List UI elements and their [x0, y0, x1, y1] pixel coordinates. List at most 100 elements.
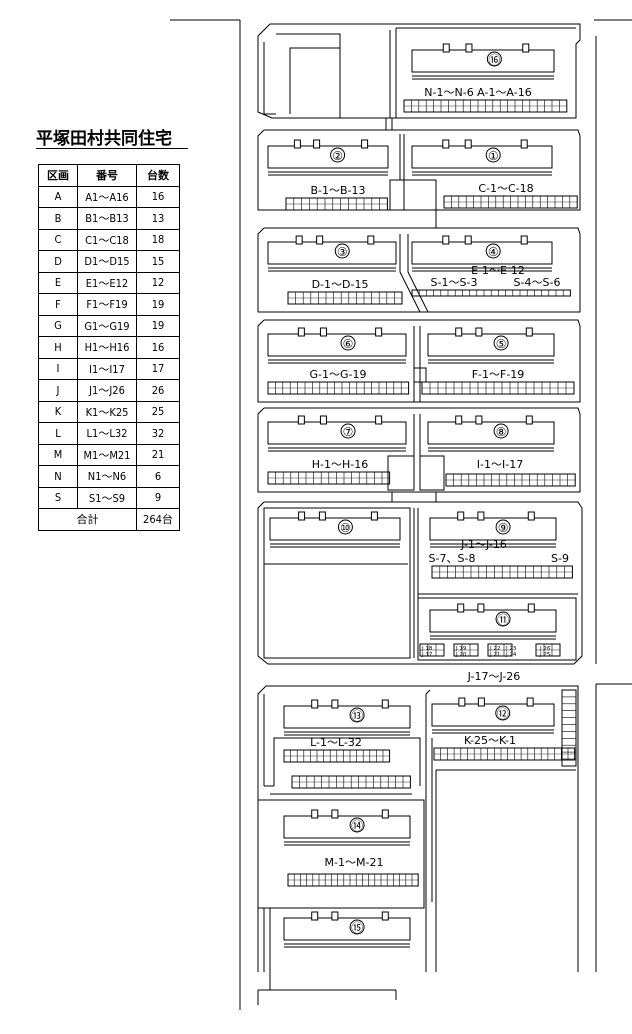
stall-tag: J 26: [539, 646, 551, 652]
building-number: ⑤: [496, 337, 507, 351]
stall-row: [443, 195, 578, 209]
building-number: ⑩: [340, 521, 351, 535]
column-header: 台数: [136, 164, 180, 187]
area-label: E-1～E-12: [471, 264, 525, 277]
building: ⑨: [429, 511, 557, 548]
area-label: S-1～S-3: [431, 276, 478, 289]
stall-tag: J 17: [421, 652, 433, 658]
number-range-cell: D1～D15: [77, 250, 137, 273]
count-cell: 15: [136, 250, 180, 273]
building-number: ①: [488, 149, 499, 163]
building: ①: [411, 139, 553, 176]
stall-tag: J 23: [505, 646, 517, 652]
area-label: I-1～I-17: [477, 458, 523, 471]
building-number: ⑭: [351, 819, 363, 833]
building: ⑤: [427, 327, 555, 364]
stall-row: [419, 643, 445, 657]
title-underline: [36, 148, 188, 149]
area-label: S-4～S-6: [514, 276, 561, 289]
site-boundary: [170, 19, 632, 1010]
stall-tag: J 24: [505, 652, 517, 658]
count-cell: 26: [136, 379, 180, 402]
building: ⑯: [411, 43, 555, 80]
building-number: ③: [337, 245, 348, 259]
stall-row: [283, 749, 391, 763]
area-labels: N-1～N-6 A-1～A-16B-1～B-13 C-1～C-18D-1～D-15…: [310, 86, 569, 869]
building: ⑧: [427, 415, 555, 452]
area-label: J-17～J-26: [467, 670, 521, 683]
block-3: [257, 227, 581, 313]
count-cell: 18: [136, 228, 180, 251]
stall-tag: J 22: [489, 646, 500, 652]
stall-tag: J 20: [455, 652, 467, 658]
number-range-cell: K1～K25: [77, 400, 137, 423]
stall-row: [287, 291, 403, 305]
building-number: ⑦: [343, 425, 354, 439]
building-number: ⑮: [351, 921, 363, 935]
table-header-row: 区画 番号 台数: [38, 164, 180, 187]
building: ⑩: [269, 511, 401, 548]
stall-row: [287, 873, 419, 887]
area-label: J-1～J-16: [460, 538, 507, 551]
block-5: [257, 407, 581, 502]
parking-stalls: [267, 99, 578, 887]
stall-row: [445, 473, 576, 487]
count-cell: 32: [136, 422, 180, 445]
block-6: [257, 501, 583, 665]
page-title: 平塚田村共同住宅: [36, 129, 172, 149]
area-label: S-7、S-8: [429, 552, 476, 565]
building: ⑮: [283, 911, 411, 948]
stall-row: [267, 381, 410, 395]
stall-row: [453, 643, 479, 657]
building: ⑭: [283, 809, 411, 846]
column-header: 番号: [77, 164, 137, 187]
building: ④: [411, 235, 553, 272]
stall-row: [403, 99, 568, 113]
count-cell: 17: [136, 357, 180, 380]
area-label: K-25～K-1: [464, 734, 516, 747]
building-number: ②: [332, 149, 343, 163]
stall-tag: J 18: [421, 646, 433, 652]
number-range-cell: C1～C18: [77, 228, 137, 251]
count-cell: 21: [136, 443, 180, 466]
block-south: [257, 685, 579, 990]
building: ⑦: [267, 415, 407, 452]
building-number: ⑧: [496, 425, 507, 439]
building: ③: [267, 235, 397, 272]
stall-row: [291, 775, 411, 789]
building-number: ⑬: [351, 709, 363, 723]
building: ⑪: [429, 603, 557, 640]
stall-row: [433, 747, 576, 761]
area-label: S-9: [551, 552, 569, 565]
stall-tag: J 19: [455, 646, 467, 652]
total-value: 264台: [136, 508, 180, 531]
area-label: D-1～D-15: [312, 278, 369, 291]
block-2: [257, 129, 581, 228]
total-label: 合計: [38, 508, 137, 531]
area-label: N-1～N-6 A-1～A-16: [424, 86, 531, 99]
area-label: C-1～C-18: [478, 182, 533, 195]
stall-row: [535, 643, 561, 657]
area-label: L-1～L-32: [310, 736, 362, 749]
area-label: F-1～F-19: [472, 368, 525, 381]
number-range-cell: E1～E12: [77, 271, 137, 294]
stall-row: [431, 565, 573, 579]
building: ⑬: [283, 699, 411, 736]
building-number: ⑪: [497, 613, 509, 627]
number-range-cell: L1～L32: [77, 422, 137, 445]
area-label: B-1～B-13: [310, 184, 365, 197]
